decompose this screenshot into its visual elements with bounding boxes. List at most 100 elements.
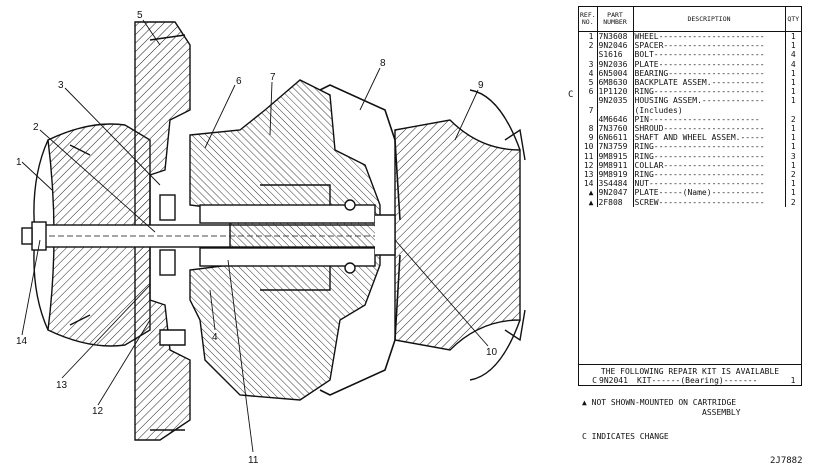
callout-14: 14 bbox=[16, 336, 28, 347]
ref-cell: ▲ bbox=[579, 197, 598, 207]
ref-cell: 8 bbox=[579, 124, 598, 134]
note-not-shown: ▲ NOT SHOWN-MOUNTED ON CARTRIDGE bbox=[582, 398, 737, 407]
description-cell: SPACER--------------------- bbox=[633, 41, 786, 51]
header-ref-no: REF. NO. bbox=[579, 7, 598, 32]
description-cell: COLLAR--------------------- bbox=[633, 160, 786, 171]
qty-cell: 1 bbox=[790, 68, 796, 78]
part-number-cell: 6N6611 bbox=[597, 133, 634, 143]
qty-cell: 1 bbox=[790, 179, 796, 189]
change-mark: C bbox=[568, 90, 574, 100]
figure-number: 2J7882 bbox=[770, 456, 803, 466]
part-number-cell: 1P1120 bbox=[597, 87, 634, 97]
part-number-cell: 9N2035 bbox=[597, 96, 634, 106]
part-number-cell: 2F808 bbox=[597, 197, 634, 207]
description-cell: SHAFT AND WHEEL ASSEM.----- bbox=[633, 133, 786, 143]
ref-cell: 10 bbox=[579, 142, 598, 152]
qty-cell: 1 bbox=[790, 124, 796, 134]
ref-cell: 13 bbox=[579, 170, 598, 180]
callout-5: 5 bbox=[137, 10, 143, 21]
description-cell: RING----------------------- bbox=[633, 142, 786, 152]
bearing bbox=[199, 204, 376, 224]
callout-9: 9 bbox=[478, 80, 484, 91]
ref-cell: 14 bbox=[579, 179, 598, 189]
callout-8: 8 bbox=[380, 58, 386, 69]
part-number-cell: 7N3759 bbox=[597, 142, 634, 152]
callout-12: 12 bbox=[92, 406, 104, 417]
turbocharger-cross-section: 1 2 3 4 5 6 7 8 9 10 11 12 13 14 bbox=[16, 10, 526, 466]
qty-cell: 1 bbox=[790, 96, 796, 106]
qty-cell: 2 bbox=[790, 114, 796, 124]
qty-cell: 1 bbox=[790, 160, 796, 170]
callout-6: 6 bbox=[236, 76, 242, 87]
description-cell: BACKPLATE ASSEM.----------- bbox=[633, 78, 786, 88]
qty-cell: 1 bbox=[790, 78, 796, 88]
description-cell: PLATE---------------------- bbox=[633, 59, 786, 69]
part-number-cell: 9N2047 bbox=[597, 188, 634, 198]
part-number-cell: S1616 bbox=[597, 50, 634, 60]
part-number-cell: 6N5004 bbox=[597, 68, 634, 79]
qty-cell: 1 bbox=[790, 133, 796, 143]
ref-cell: ▲ bbox=[579, 188, 598, 198]
part-number-cell: 7N3608 bbox=[597, 31, 634, 42]
ref-cell: 1 bbox=[579, 31, 598, 42]
ref-cell: 3 bbox=[579, 59, 598, 69]
ref-cell: 6 bbox=[579, 87, 598, 97]
qty-cell: 1 bbox=[790, 32, 796, 41]
ref-cell: 5 bbox=[579, 78, 598, 88]
part-number-cell bbox=[597, 105, 634, 115]
part-number-cell: 9M8911 bbox=[597, 160, 634, 171]
description-cell: WHEEL---------------------- bbox=[633, 31, 786, 42]
description-cell: HOUSING ASSEM.------------- bbox=[633, 96, 786, 106]
backplate bbox=[134, 21, 191, 441]
ref-cell bbox=[579, 96, 598, 106]
callout-10: 10 bbox=[486, 347, 498, 358]
description-cell: SHROUD--------------------- bbox=[633, 124, 786, 134]
ref-cell: 12 bbox=[579, 160, 598, 171]
part-number-cell: 6M8630 bbox=[597, 78, 634, 88]
ref-cell bbox=[579, 50, 598, 60]
qty-cell: 1 bbox=[790, 41, 796, 51]
table-row: 4M6646 PIN-----------------------2 bbox=[579, 114, 801, 125]
qty-cell: 1 bbox=[790, 188, 796, 198]
description-cell: PLATE-----(Name)----------- bbox=[633, 188, 786, 198]
ref-cell: 9 bbox=[579, 133, 598, 143]
ref-cell bbox=[579, 114, 598, 125]
qty-cell: 4 bbox=[790, 59, 796, 69]
qty-cell: 1 bbox=[790, 142, 796, 152]
description-cell: SCREW---------------------- bbox=[633, 197, 786, 207]
description-cell: NUT------------------------ bbox=[633, 179, 786, 189]
part-number-cell: 9M8915 bbox=[597, 151, 634, 161]
notes: ▲ NOT SHOWN-MOUNTED ON CARTRIDGE ASSEMBL… bbox=[582, 398, 741, 442]
part-number-cell: 9N2036 bbox=[597, 59, 634, 69]
qty-cell: 1 bbox=[790, 87, 796, 97]
part-number-cell: 9M8919 bbox=[597, 170, 634, 180]
repair-kit: THE FOLLOWING REPAIR KIT IS AVAILABLE C … bbox=[579, 364, 801, 385]
repair-kit-mark: C bbox=[592, 376, 597, 385]
part-number-cell: 9N2046 bbox=[597, 41, 634, 51]
callout-3: 3 bbox=[58, 80, 64, 91]
qty-cell bbox=[785, 106, 801, 115]
qty-cell: 3 bbox=[790, 151, 796, 161]
description-cell: (Includes) bbox=[633, 105, 786, 115]
callout-2: 2 bbox=[33, 122, 39, 133]
description-cell: BEARING-------------------- bbox=[633, 68, 786, 79]
note-indicates-change: C INDICATES CHANGE bbox=[582, 432, 669, 441]
ref-cell: 4 bbox=[579, 68, 598, 79]
